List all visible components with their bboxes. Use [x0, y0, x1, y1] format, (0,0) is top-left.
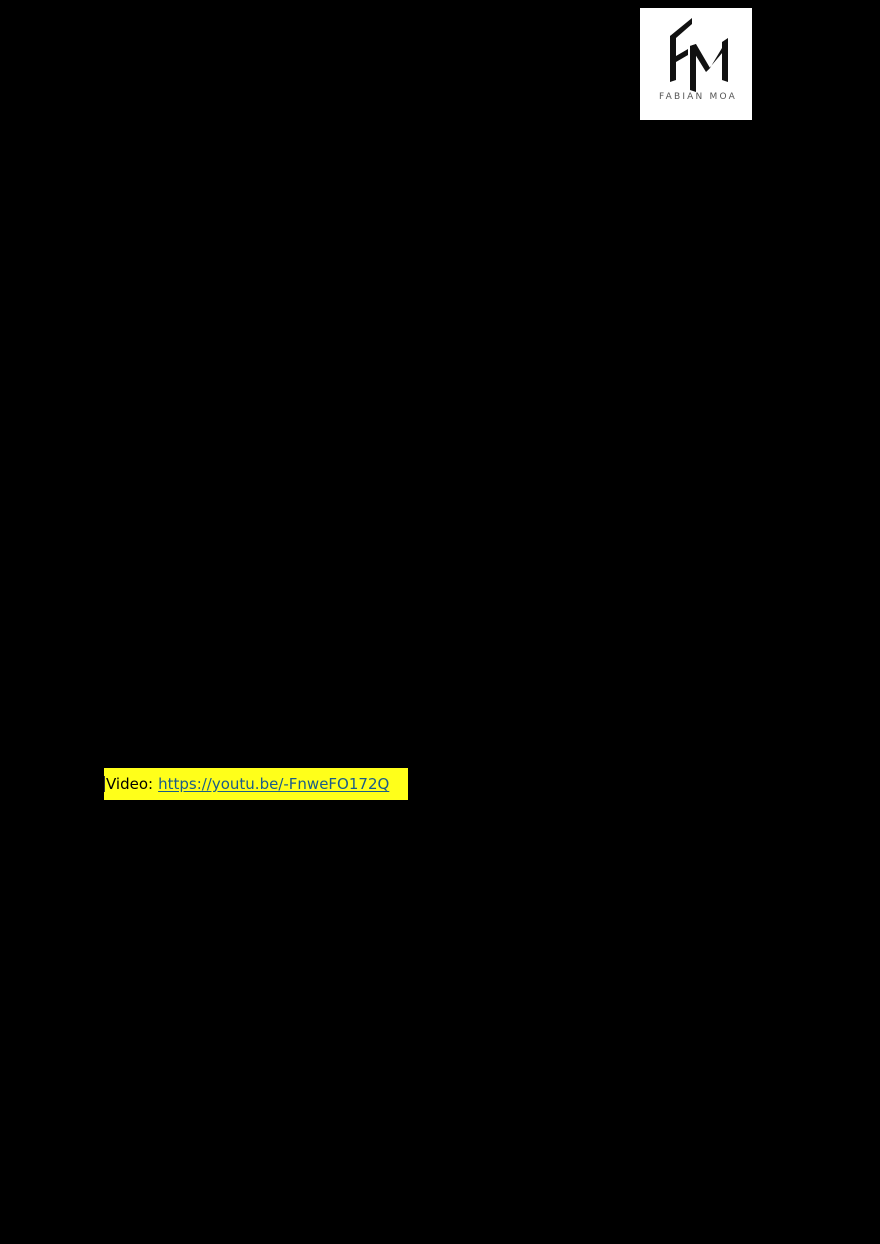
youtube-video-link[interactable]: https://youtu.be/-FnweFO172Q [158, 775, 390, 793]
fm-monogram-icon [670, 18, 728, 92]
logo-name-text: FABIAN MOA [659, 92, 737, 102]
video-link-line: Video: https://youtu.be/-FnweFO172Q [104, 768, 408, 800]
video-label: Video: [106, 775, 154, 793]
text-cursor [104, 776, 105, 792]
fabian-moa-logo: FABIAN MOA [640, 8, 752, 120]
